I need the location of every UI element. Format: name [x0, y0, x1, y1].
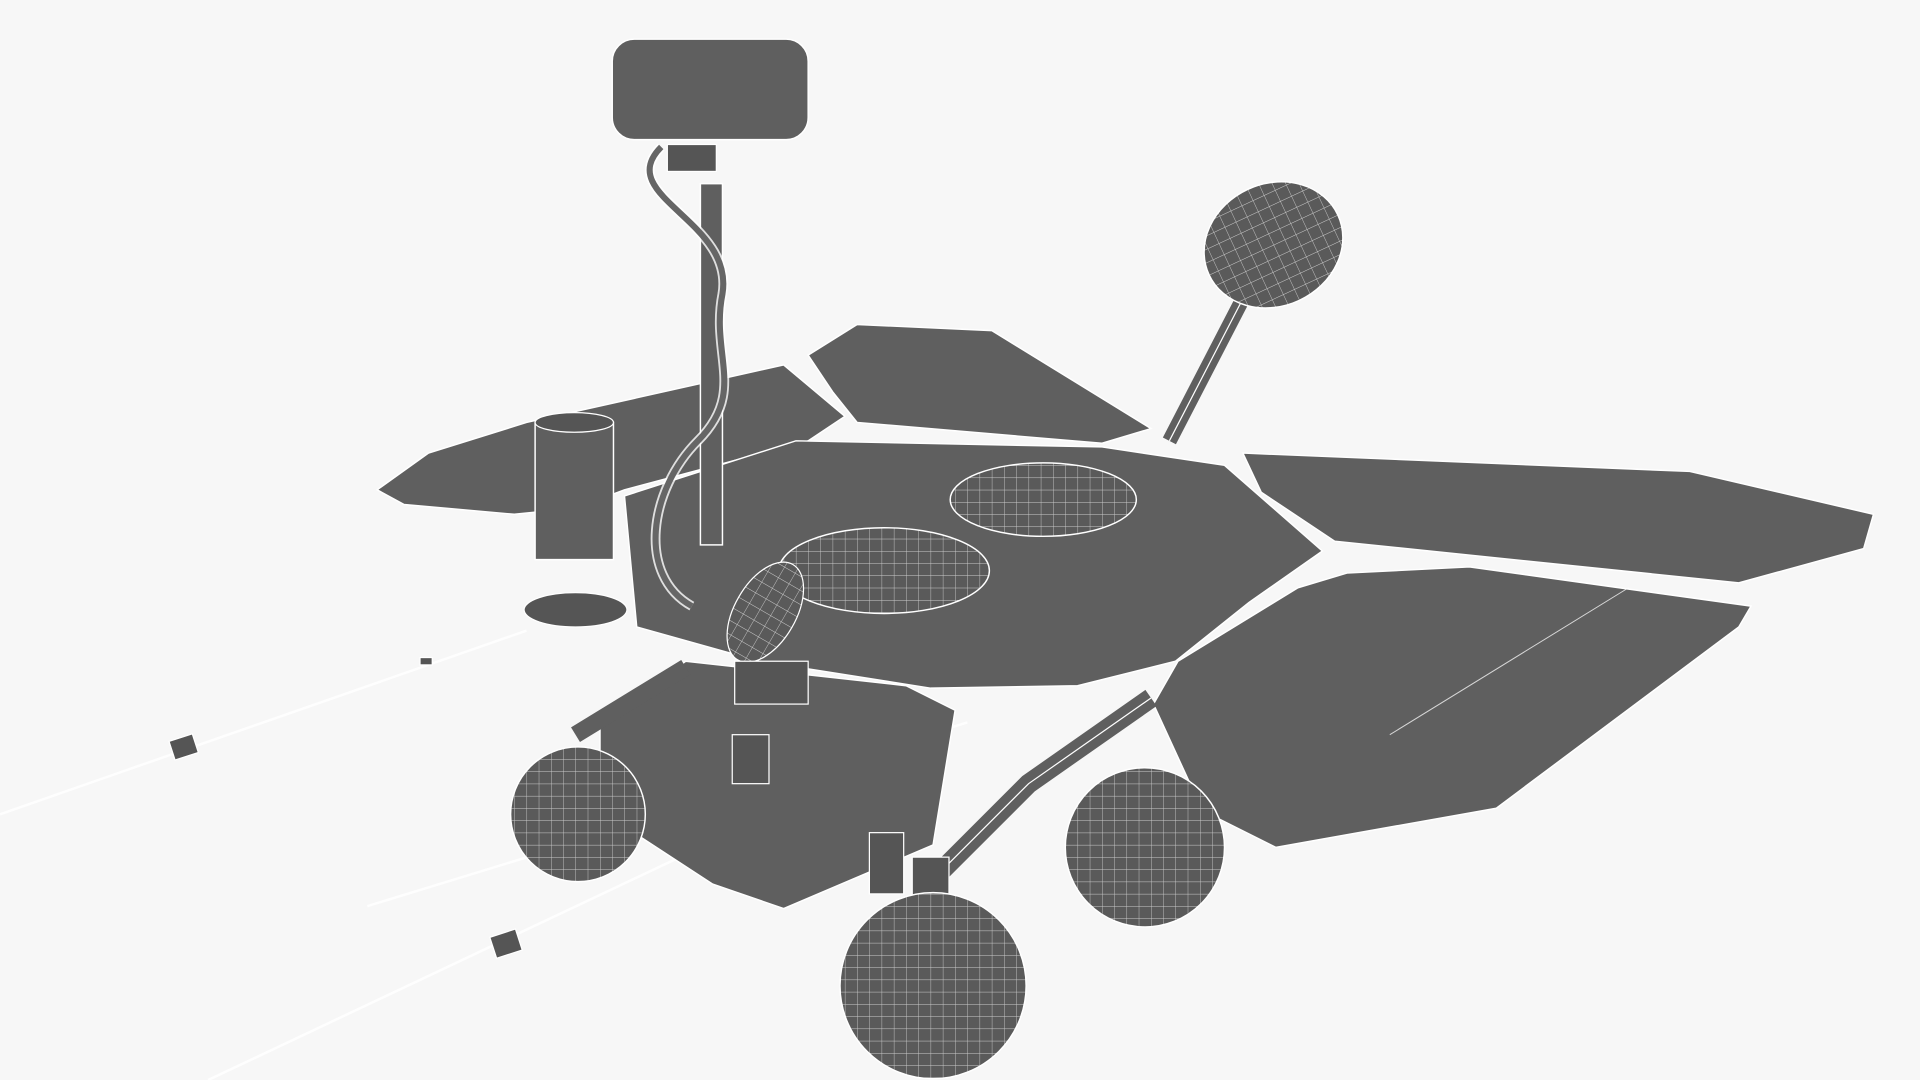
solar-panel-center-rear: [807, 323, 1153, 445]
dome-front: [778, 527, 991, 615]
cylinder-instrument: [523, 412, 628, 628]
high-gain-antenna: [1162, 181, 1344, 445]
warm-electronics-box: [599, 660, 956, 910]
solar-panel-right-rear: [1241, 452, 1875, 584]
low-gain-dish-front: [726, 561, 809, 705]
dome-rear: [949, 462, 1138, 538]
wheel-left: [509, 746, 647, 883]
wheel-front: [839, 856, 1027, 1080]
camera-mast: [611, 38, 809, 611]
wheel-right-middle: [1064, 767, 1226, 928]
solar-panel-right-front: [1152, 566, 1753, 849]
rocker-bogie: [571, 660, 1157, 889]
